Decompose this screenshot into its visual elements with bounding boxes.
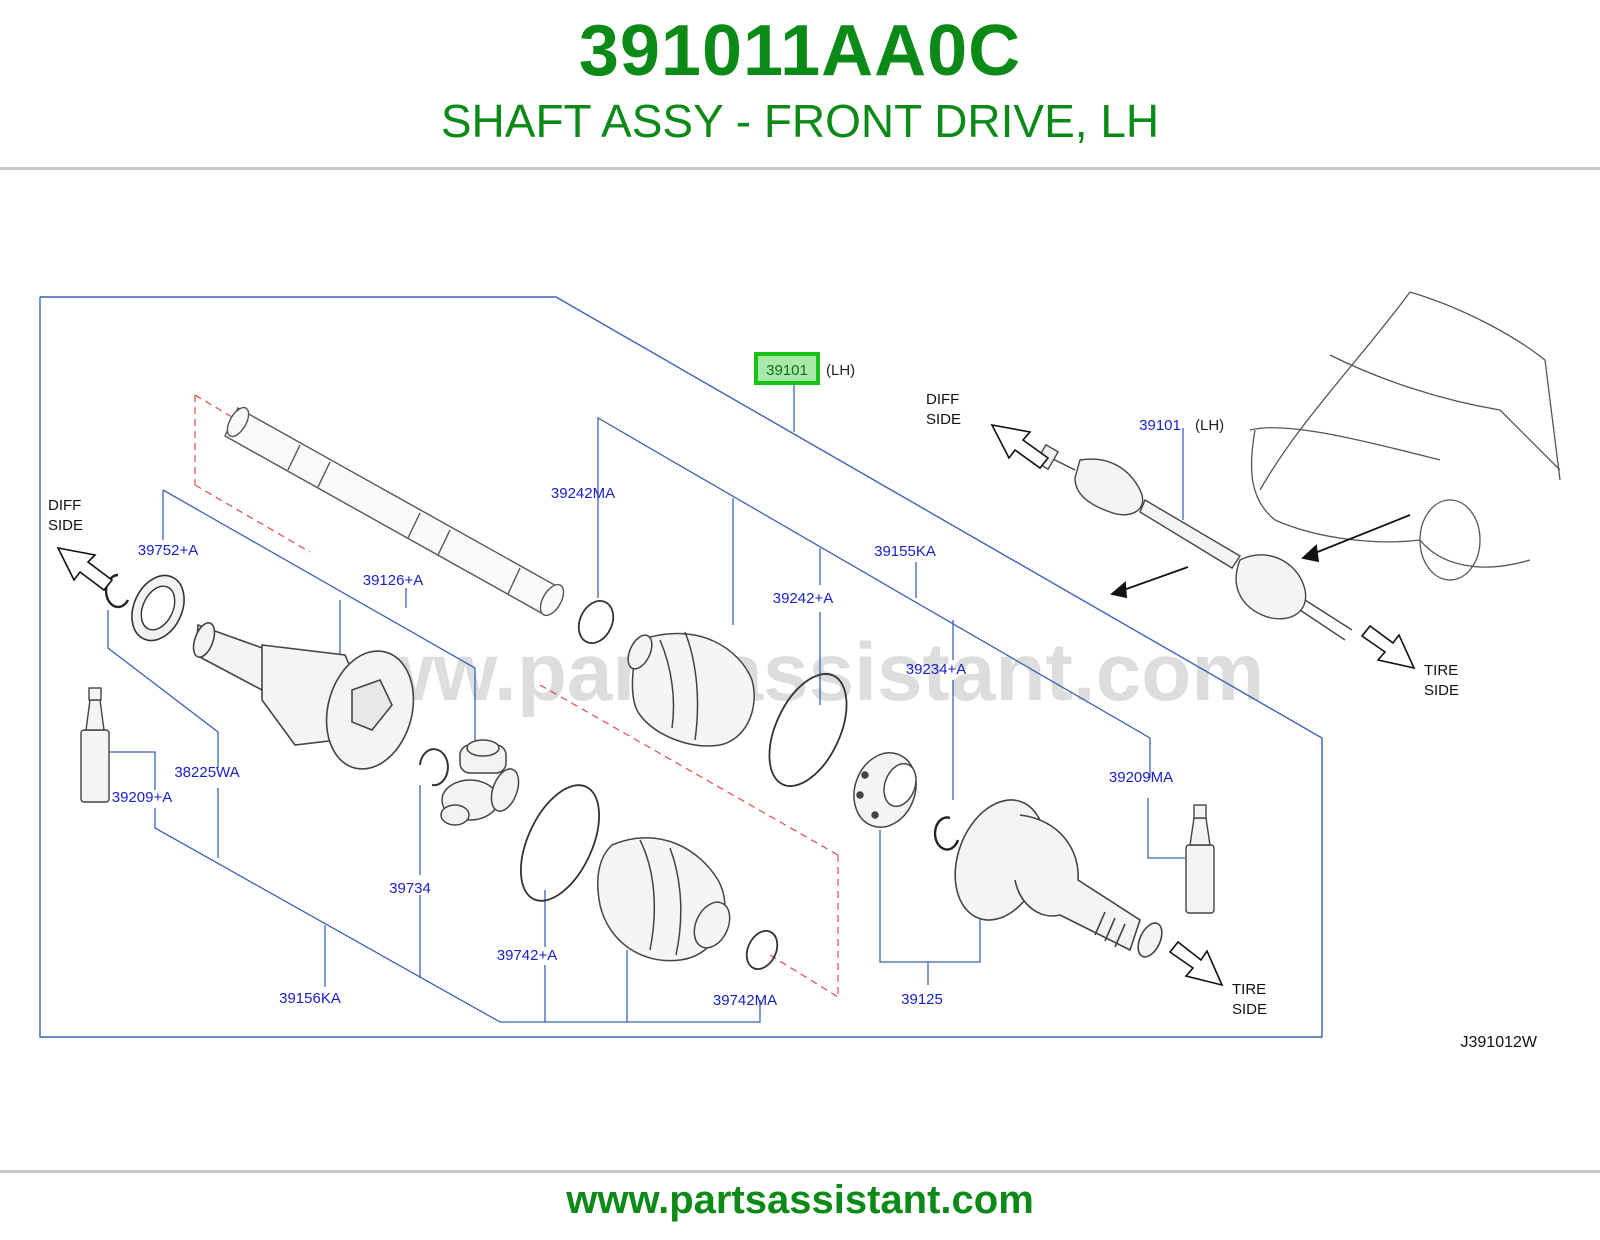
footer-url[interactable]: www.partsassistant.com [566, 1178, 1034, 1222]
direction-arrows [56, 423, 1416, 987]
part-number: 391011AA0C [578, 11, 1022, 91]
assembly-frame [39, 296, 1323, 1038]
dashed-leaders [194, 394, 839, 998]
direction-labels: DIFF SIDE DIFF SIDE TIRE SIDE TIRE SIDE [48, 391, 1459, 1018]
callout-39742MA[interactable]: 39742MA [713, 992, 777, 1009]
inner-boot [627, 631, 755, 747]
watermark-text: www.partsassistant.com [305, 627, 1265, 718]
callout-39101-main-side: (LH) [826, 362, 855, 379]
callout-39742A[interactable]: 39742+A [497, 947, 557, 964]
diff-side-left-line1: DIFF [48, 497, 81, 514]
outer-boot [597, 837, 731, 962]
drawing-code: J391012W [1461, 1034, 1538, 1051]
inset-pointer-arrows [1110, 514, 1411, 599]
tripod-spider [440, 739, 520, 826]
page-header: 391011AA0C SHAFT ASSY - FRONT DRIVE, LH [0, 0, 1600, 168]
leader-lines [107, 383, 1185, 1023]
callout-39209MA[interactable]: 39209MA [1109, 769, 1173, 786]
callout-39752A[interactable]: 39752+A [138, 542, 198, 559]
tire-side-main-line1: TIRE [1232, 981, 1266, 998]
highlighted-part-box[interactable] [754, 352, 820, 385]
diagram-svg: www.partsassistant.com [39, 291, 1561, 1051]
tire-side-inset-line2: SIDE [1424, 682, 1459, 699]
callout-39242A[interactable]: 39242+A [773, 590, 833, 607]
callout-39126A[interactable]: 39126+A [363, 572, 423, 589]
inner-shaft [224, 406, 565, 617]
diff-side-inset-line2: SIDE [926, 411, 961, 428]
callout-39101-inset[interactable]: 39101 [1139, 417, 1181, 434]
footer-divider [0, 1170, 1600, 1173]
callout-39155KA[interactable]: 39155KA [874, 543, 936, 560]
boot-bands [520, 600, 848, 970]
callout-39101-inset-side: (LH) [1195, 417, 1224, 434]
header-divider [0, 167, 1600, 170]
parts-diagram: www.partsassistant.com [0, 255, 1600, 1105]
callout-labels: 39101 (LH) 39101 (LH) 39242MA 39155KA 39… [112, 362, 1224, 1009]
callout-39101-main[interactable]: 39101 [766, 362, 808, 379]
circlip [419, 748, 449, 787]
tire-side-inset-line1: TIRE [1424, 662, 1458, 679]
diff-side-left-line2: SIDE [48, 517, 83, 534]
tire-side-main-line2: SIDE [1232, 1001, 1267, 1018]
callout-39734[interactable]: 39734 [389, 880, 431, 897]
ball-cage [853, 752, 917, 828]
grease-tube-right [1185, 804, 1215, 914]
grease-tube-left [80, 687, 110, 803]
callout-38225WA[interactable]: 38225WA [174, 764, 239, 781]
oil-seal [131, 574, 185, 642]
vehicle-inset [1249, 291, 1561, 581]
diff-side-inset-line1: DIFF [926, 391, 959, 408]
snap-ring-left [104, 573, 130, 609]
callout-39156KA[interactable]: 39156KA [279, 990, 341, 1007]
snap-ring-right [933, 816, 960, 851]
joint-housing [192, 622, 415, 770]
part-title: SHAFT ASSY - FRONT DRIVE, LH [440, 95, 1160, 147]
callout-39234A[interactable]: 39234+A [906, 661, 966, 678]
callout-39209A[interactable]: 39209+A [112, 789, 172, 806]
inset-drive-shaft [1034, 443, 1353, 641]
callout-39125[interactable]: 39125 [901, 991, 943, 1008]
outer-joint [954, 799, 1163, 958]
callout-39242MA[interactable]: 39242MA [551, 485, 615, 502]
